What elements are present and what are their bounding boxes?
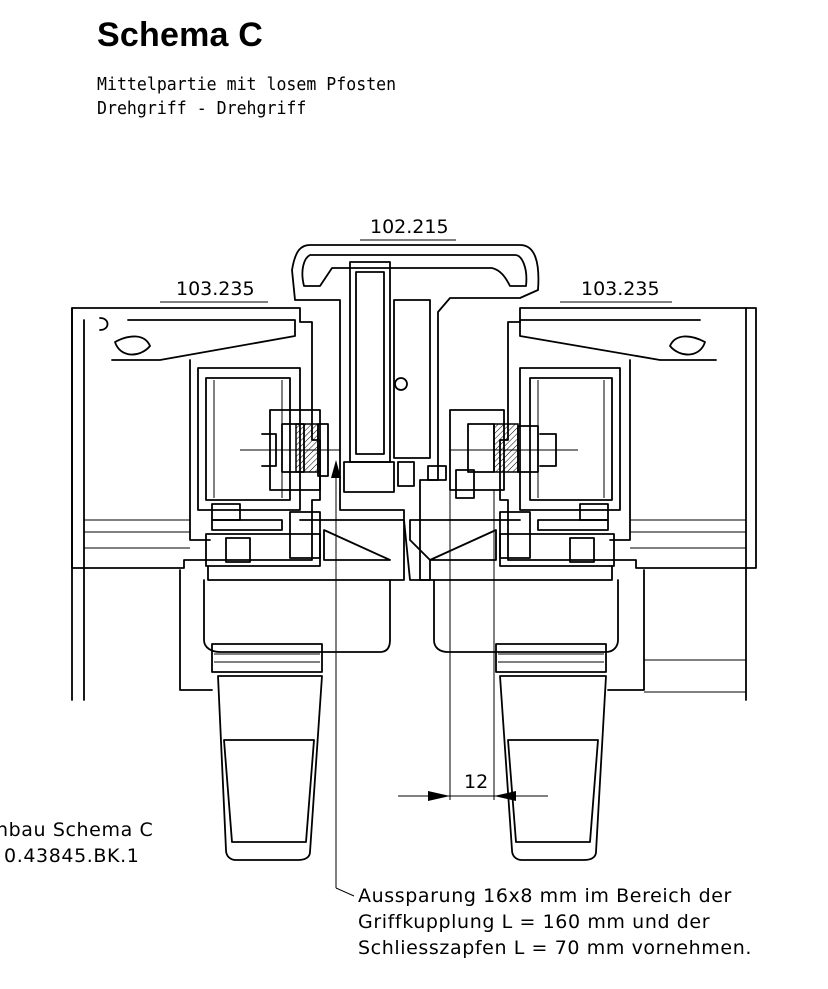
center-mullion xyxy=(291,244,540,581)
cutout-note-line-2: Griffkupplung L = 160 mm und der xyxy=(358,911,710,933)
label-right-profile: 103.235 xyxy=(581,278,660,300)
left-sash-frame xyxy=(71,307,321,701)
right-lower-profile xyxy=(419,519,746,693)
cutout-leader xyxy=(331,460,355,897)
cutout-note-line-1: Aussparung 16x8 mm im Bereich der xyxy=(358,885,732,907)
cutout-note-line-3: Schliesszapfen L = 70 mm vornehmen. xyxy=(358,937,752,959)
subtitle-line-1: Mittelpartie mit losem Pfosten xyxy=(97,74,397,95)
left-locking-hardware xyxy=(240,409,340,491)
dimension-12: 12 xyxy=(398,490,548,801)
label-center-profile: 102.215 xyxy=(370,216,449,238)
drawing-title: Schema C xyxy=(97,16,264,54)
label-left-profile: 103.235 xyxy=(176,278,255,300)
dimension-12-label: 12 xyxy=(464,771,488,793)
left-handle xyxy=(211,643,323,861)
right-sash-frame xyxy=(499,307,757,701)
side-note-line-2: 0.43845.BK.1 xyxy=(4,845,139,867)
subtitle-line-2: Drehgriff - Drehgriff xyxy=(97,98,307,119)
right-handle xyxy=(495,643,607,861)
right-locking-hardware xyxy=(427,409,578,499)
left-lower-profile xyxy=(179,519,405,691)
side-note-line-1: nbau Schema C xyxy=(0,819,153,841)
